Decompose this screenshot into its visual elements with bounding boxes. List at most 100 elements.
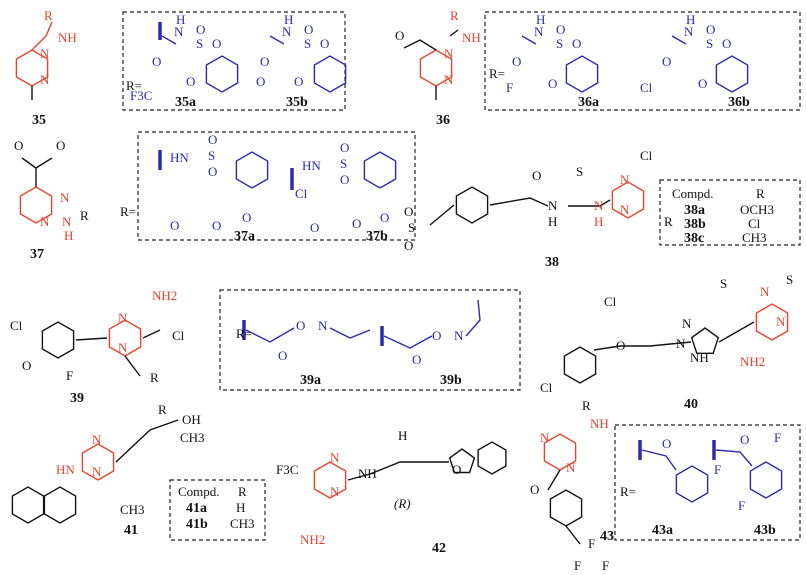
- atom-label: N: [40, 46, 50, 61]
- compound-number: 39a: [300, 373, 321, 388]
- atom-label: S: [408, 220, 415, 235]
- atom-label: H: [536, 12, 545, 27]
- benzene-ring: [749, 461, 783, 499]
- atom-label: Cl: [604, 294, 617, 309]
- compound-35: R NH N N 35: [32, 8, 77, 128]
- atom-label: O: [706, 22, 715, 37]
- atom-label: O: [212, 218, 221, 233]
- atom-label: O: [698, 76, 707, 91]
- bond: [21, 157, 53, 187]
- atom-label: F: [602, 558, 609, 573]
- table-41-box: [169, 479, 266, 541]
- atom-label: O: [740, 432, 749, 447]
- cyclohexane-ring: [43, 486, 77, 524]
- benzene-ring: [565, 55, 599, 93]
- bond: [245, 299, 481, 349]
- atom-label: S: [576, 164, 583, 179]
- atom-label: N: [444, 72, 454, 87]
- table-cell: 38c: [684, 231, 704, 246]
- atom-label: H: [686, 12, 695, 27]
- bond: [641, 449, 753, 471]
- table-cell: CH3: [742, 230, 767, 245]
- benzene-ring: [205, 55, 239, 93]
- atom-label: N: [60, 190, 70, 205]
- atom-label: O: [56, 138, 65, 153]
- stereo-label: (R): [394, 496, 411, 511]
- atom-label: O: [532, 168, 541, 183]
- atom-label: O: [340, 140, 349, 155]
- atom-label: O: [208, 164, 217, 179]
- table-cell: 38a: [684, 203, 705, 218]
- pyrimidine-ring: [313, 461, 347, 499]
- box-37-substituents: [137, 131, 416, 241]
- benzene-ring: [363, 151, 397, 189]
- atom-label: O: [452, 462, 461, 477]
- compound-37: O O N N H N R 37: [14, 138, 89, 262]
- table-38-box: [659, 179, 801, 246]
- atom-label: N: [118, 310, 128, 325]
- benzene-ring: [41, 321, 75, 359]
- compound-36: O R NH N N 36: [395, 8, 481, 128]
- benzene-ring: [11, 486, 45, 524]
- atom-label: O: [412, 352, 421, 367]
- bond: [75, 329, 161, 377]
- atom-label: N: [566, 460, 576, 475]
- atom-label: O: [294, 74, 303, 89]
- compound-39: Cl O F NH2 N N Cl R 39: [10, 288, 185, 406]
- compound-number: 39: [70, 391, 84, 406]
- atom-label: NH2: [152, 288, 177, 303]
- atom-label: N: [620, 172, 630, 187]
- atom-label: H: [398, 428, 407, 443]
- compound-number: 39b: [440, 373, 462, 388]
- table-cell: OCH3: [740, 202, 774, 217]
- atom-label: O: [432, 328, 441, 343]
- atom-label: O: [662, 54, 671, 69]
- atom-label: N: [40, 214, 50, 229]
- bond: [161, 35, 687, 45]
- atom-label: Cl: [640, 80, 653, 95]
- atom-label: R: [450, 8, 459, 23]
- compound-42: F3C N N NH2 NH H O (R) 42: [276, 428, 461, 556]
- table-41: Compd. R 41a H 41b CH3: [178, 484, 255, 532]
- atom-label: R: [582, 398, 591, 413]
- table-cell: Cl: [748, 216, 761, 231]
- benzene-ring: [455, 186, 489, 224]
- atom-label: S: [196, 36, 203, 51]
- atom-label: O: [340, 172, 349, 187]
- bond: [31, 21, 53, 51]
- compound-36-substituents: R= H N S O O O O F 36a H N S O O O O Cl …: [489, 12, 750, 110]
- atom-label: CH3: [180, 430, 205, 445]
- atom-label: F: [66, 368, 73, 383]
- pyrimidine-ring: [755, 303, 789, 341]
- atom-label: O: [512, 54, 521, 69]
- atom-label: O: [170, 218, 179, 233]
- atom-label: H: [176, 12, 185, 27]
- atom-label: NH2: [300, 532, 325, 547]
- atom-label: O: [196, 22, 205, 37]
- atom-label: F3C: [276, 462, 298, 477]
- atom-label: H: [594, 214, 603, 229]
- atom-label: NH: [358, 466, 377, 481]
- table-cell: 38b: [684, 217, 706, 232]
- atom-label: H: [548, 214, 557, 229]
- bond: [593, 321, 755, 351]
- atom-label: N: [594, 198, 604, 213]
- atom-label: N: [534, 24, 544, 39]
- box-43-substituents: [614, 424, 801, 541]
- atom-label: O: [260, 54, 269, 69]
- atom-label: N: [620, 202, 630, 217]
- compound-number: 41: [124, 523, 138, 538]
- atom-label: N: [330, 484, 340, 499]
- compound-number: 35: [32, 113, 46, 128]
- compound-37-substituents: R= HN S O O O O O Cl 37a HN S O O O O O …: [120, 132, 389, 244]
- atom-label: O: [404, 204, 413, 219]
- atom-label: F: [588, 536, 595, 551]
- atom-label: H: [284, 12, 293, 27]
- atom-label: N: [444, 46, 454, 61]
- bond: [429, 204, 455, 226]
- r-equals: R=: [236, 326, 252, 341]
- atom-label: N: [682, 316, 692, 331]
- atom-label: HN: [170, 150, 189, 165]
- compound-number: 36b: [728, 95, 750, 110]
